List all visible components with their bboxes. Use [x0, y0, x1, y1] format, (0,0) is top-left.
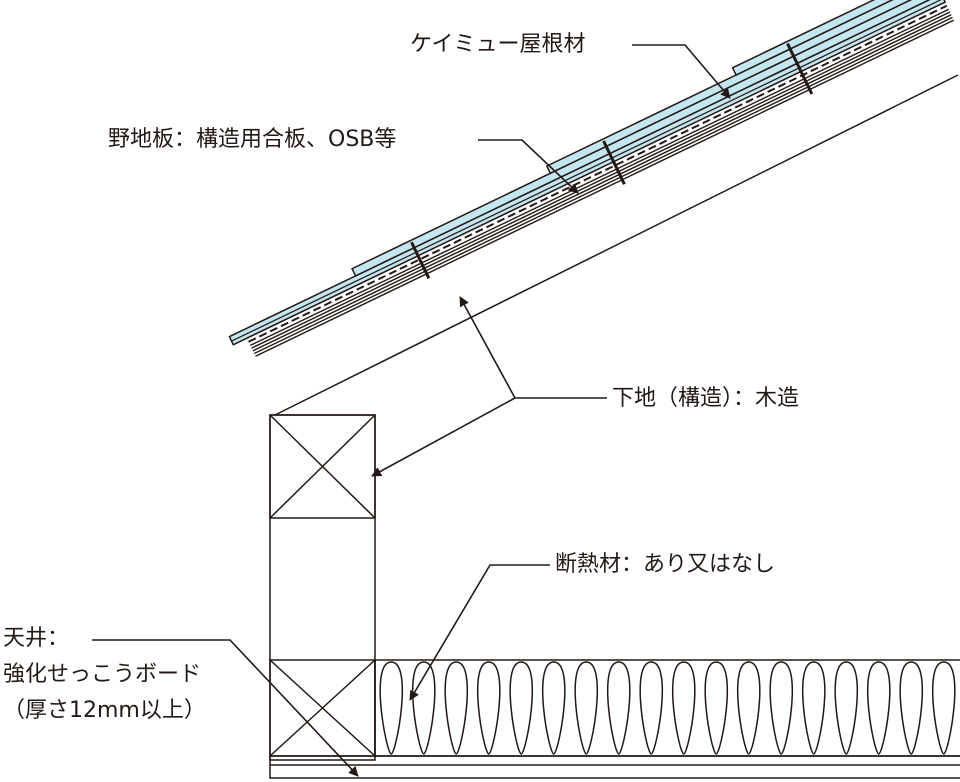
underlayment: [248, 4, 948, 343]
sheathing-board: [249, 8, 955, 357]
top-beam: [269, 414, 376, 519]
leader-sheathing: [478, 139, 578, 193]
roof-tile-base: [228, 0, 947, 346]
label-roof-material: ケイミュー屋根材: [410, 32, 586, 57]
leader-ceiling: [92, 639, 359, 776]
label-ceiling-title: 天井：: [3, 626, 70, 651]
label-ceiling-material: 強化せっこうボード: [3, 662, 202, 687]
leader-substructure-beam: [372, 397, 516, 477]
insulation-loops: [379, 661, 956, 755]
leader-roof-material: [632, 44, 731, 98]
label-insulation: 断熱材：あり又はなし: [555, 552, 776, 577]
label-ceiling-thickness: （厚さ12mm以上）: [3, 698, 206, 723]
label-substructure: 下地（構造）：木造: [612, 386, 800, 411]
leader-insulation: [409, 564, 550, 700]
ceiling-board: [269, 755, 960, 779]
insulation-box: [374, 659, 960, 757]
leader-substructure-rafter: [459, 297, 516, 399]
roof-nails: [410, 42, 814, 279]
rafter-line: [274, 74, 959, 416]
label-sheathing: 野地板：構造用合板、OSB等: [108, 127, 397, 152]
roof-layers: [228, 0, 955, 357]
